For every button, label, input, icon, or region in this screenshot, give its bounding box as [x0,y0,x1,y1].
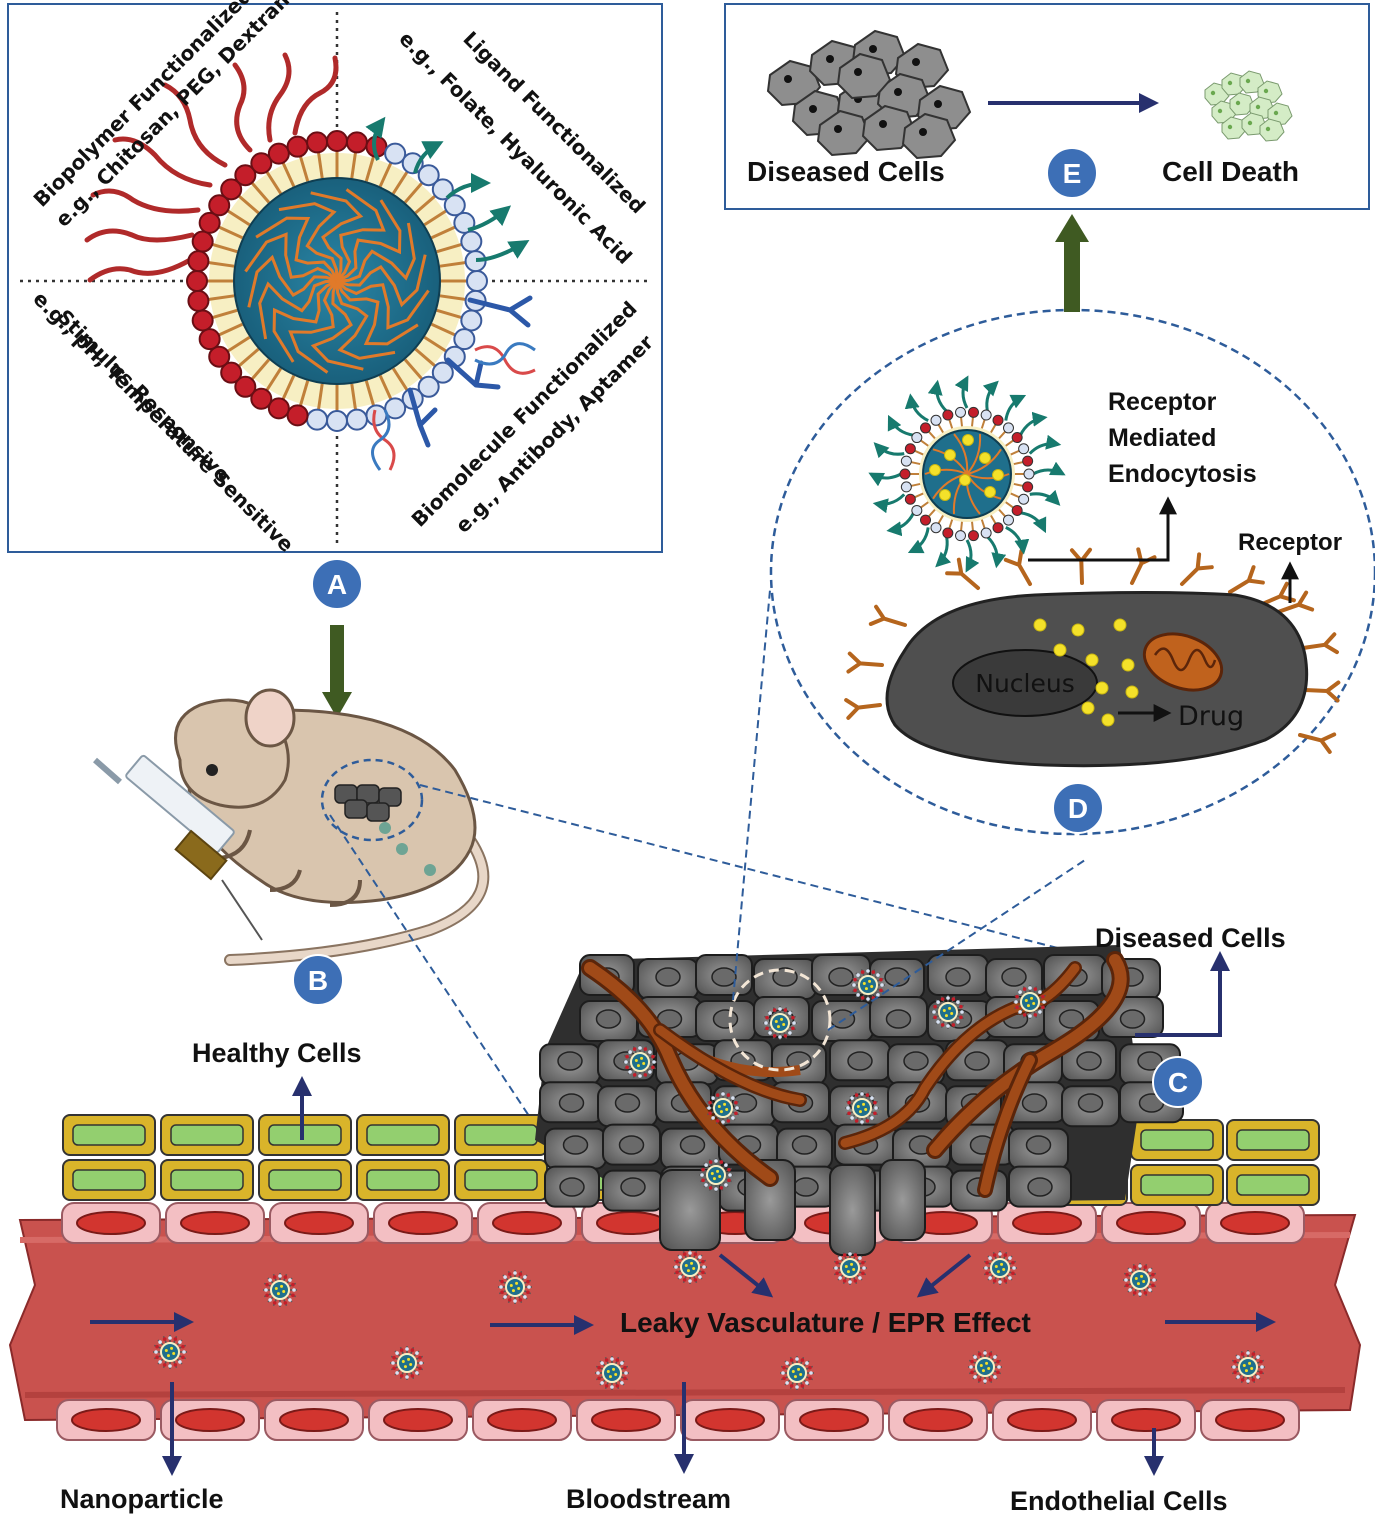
diseased-cell [816,109,872,157]
tumor-mass [535,945,1184,1256]
receptor-icon [1180,552,1214,586]
receptor-icon [1228,565,1265,594]
cell-receptors [844,547,1341,754]
zoom-lines-mouse-to-tissue [329,784,1086,1126]
diseased-cells-label: Diseased Cells [1095,923,1286,953]
nanoparticle-icon [851,968,885,1002]
receptor-icon [1301,632,1339,655]
cell-death-label: Cell Death [1162,156,1299,187]
arrow-d-to-e [1055,214,1089,312]
badge-c-label: C [1168,1067,1188,1098]
drug-dots [1033,618,1139,727]
nanoparticle-icon [623,1045,657,1079]
nanoparticle-label: Nanoparticle [60,1484,224,1514]
nanoparticle-icon [673,1250,707,1284]
badge-d-label: D [1068,793,1088,824]
nanoparticle-icon [1013,985,1047,1019]
panel-d: Nucleus Drug Receptor Mediated Endocytos… [769,308,1375,836]
dead-cell [1221,116,1247,140]
zoom-lines-tumor-to-cell [732,589,1086,1031]
badge-a-label: A [327,569,347,600]
dead-cell [1259,118,1285,142]
receptor-icon [844,698,882,720]
nanoparticle-icon [983,1251,1017,1285]
nanoparticle-icon [1231,1350,1265,1384]
leaky-vasculature-label: Leaky Vasculature / EPR Effect [620,1307,1031,1338]
rme-label-line3: Endocytosis [1108,460,1257,488]
badge-b-label: B [308,965,328,996]
syringe-icon [93,754,263,941]
biopolymer-chains [84,52,339,283]
badge-e: E [1046,147,1098,199]
nanoparticle-icon [699,1158,733,1192]
nucleus-label: Nucleus [975,669,1075,698]
nanoparticle-icon [263,1273,297,1307]
core-drug-swirl [244,188,430,374]
blood-vessel [8,1213,1362,1422]
targeted-nanoparticle [868,375,1066,573]
receptor-icon [1303,680,1341,703]
diseased-cell [836,52,892,100]
endothelial-row-bottom [56,1399,1300,1441]
aptamer-strands [371,342,536,471]
mouse-tumor-region [320,758,424,842]
receptor-icon [1276,590,1315,614]
nanoparticle-icon [153,1335,187,1369]
nanoparticle-icon [833,1251,867,1285]
mouse-illustration [93,688,490,966]
diseased-cells-e-label: Diseased Cells [747,156,945,187]
dead-cell-cluster [1204,70,1293,142]
arrow-a-to-b [322,625,352,718]
nanoparticle-icon [390,1346,424,1380]
rme-label-line1: Receptor [1108,388,1217,416]
flow-arrows [90,951,1276,1476]
badge-a: A [311,558,363,610]
panel-a: Biopolymer Functionalized e.g., Chitosan… [7,0,663,557]
drug-label: Drug [1178,701,1244,732]
rme-label-line2: Mediated [1108,424,1216,452]
nanoparticle-icon [595,1356,629,1390]
healthy-cells-label: Healthy Cells [192,1038,362,1068]
panel-c: Diseased Cells Healthy Cells Leaky Vascu… [8,923,1362,1516]
mitochondrion [1142,632,1224,692]
badge-c: C [1152,1056,1204,1108]
endothelial-cells-label: Endothelial Cells [1010,1486,1228,1516]
lipid-shell [186,130,488,432]
nanoparticle-icon [498,1270,532,1304]
nanoparticle-icon [968,1350,1002,1384]
nanoparticles [153,968,1265,1390]
receptor-icon [1298,732,1337,754]
diseased-cell-cluster [766,29,972,160]
receptor-icon [868,604,907,627]
badge-d: D [1052,782,1104,834]
nanoparticle-icon [763,1006,797,1040]
nanoparticle-icon [780,1356,814,1390]
receptor-icon [846,651,884,674]
receptor-icon [945,557,980,590]
rme-pointer [1028,496,1177,562]
badge-b: B [292,954,344,1006]
receptor-label: Receptor [1238,529,1342,556]
bloodstream-label: Bloodstream [566,1484,731,1514]
tumor-zoom-circle [728,968,832,1072]
badge-e-label: E [1063,158,1082,189]
nanoparticle-icon [931,995,965,1029]
nucleus [952,649,1098,717]
antibody-group [407,295,533,448]
nanoparticle-icon [706,1091,740,1125]
nanoparticle-icon [845,1091,879,1125]
diseased-cell [901,112,957,160]
ligand-arrows [365,116,530,262]
nanoparticle-icon [1123,1263,1157,1297]
